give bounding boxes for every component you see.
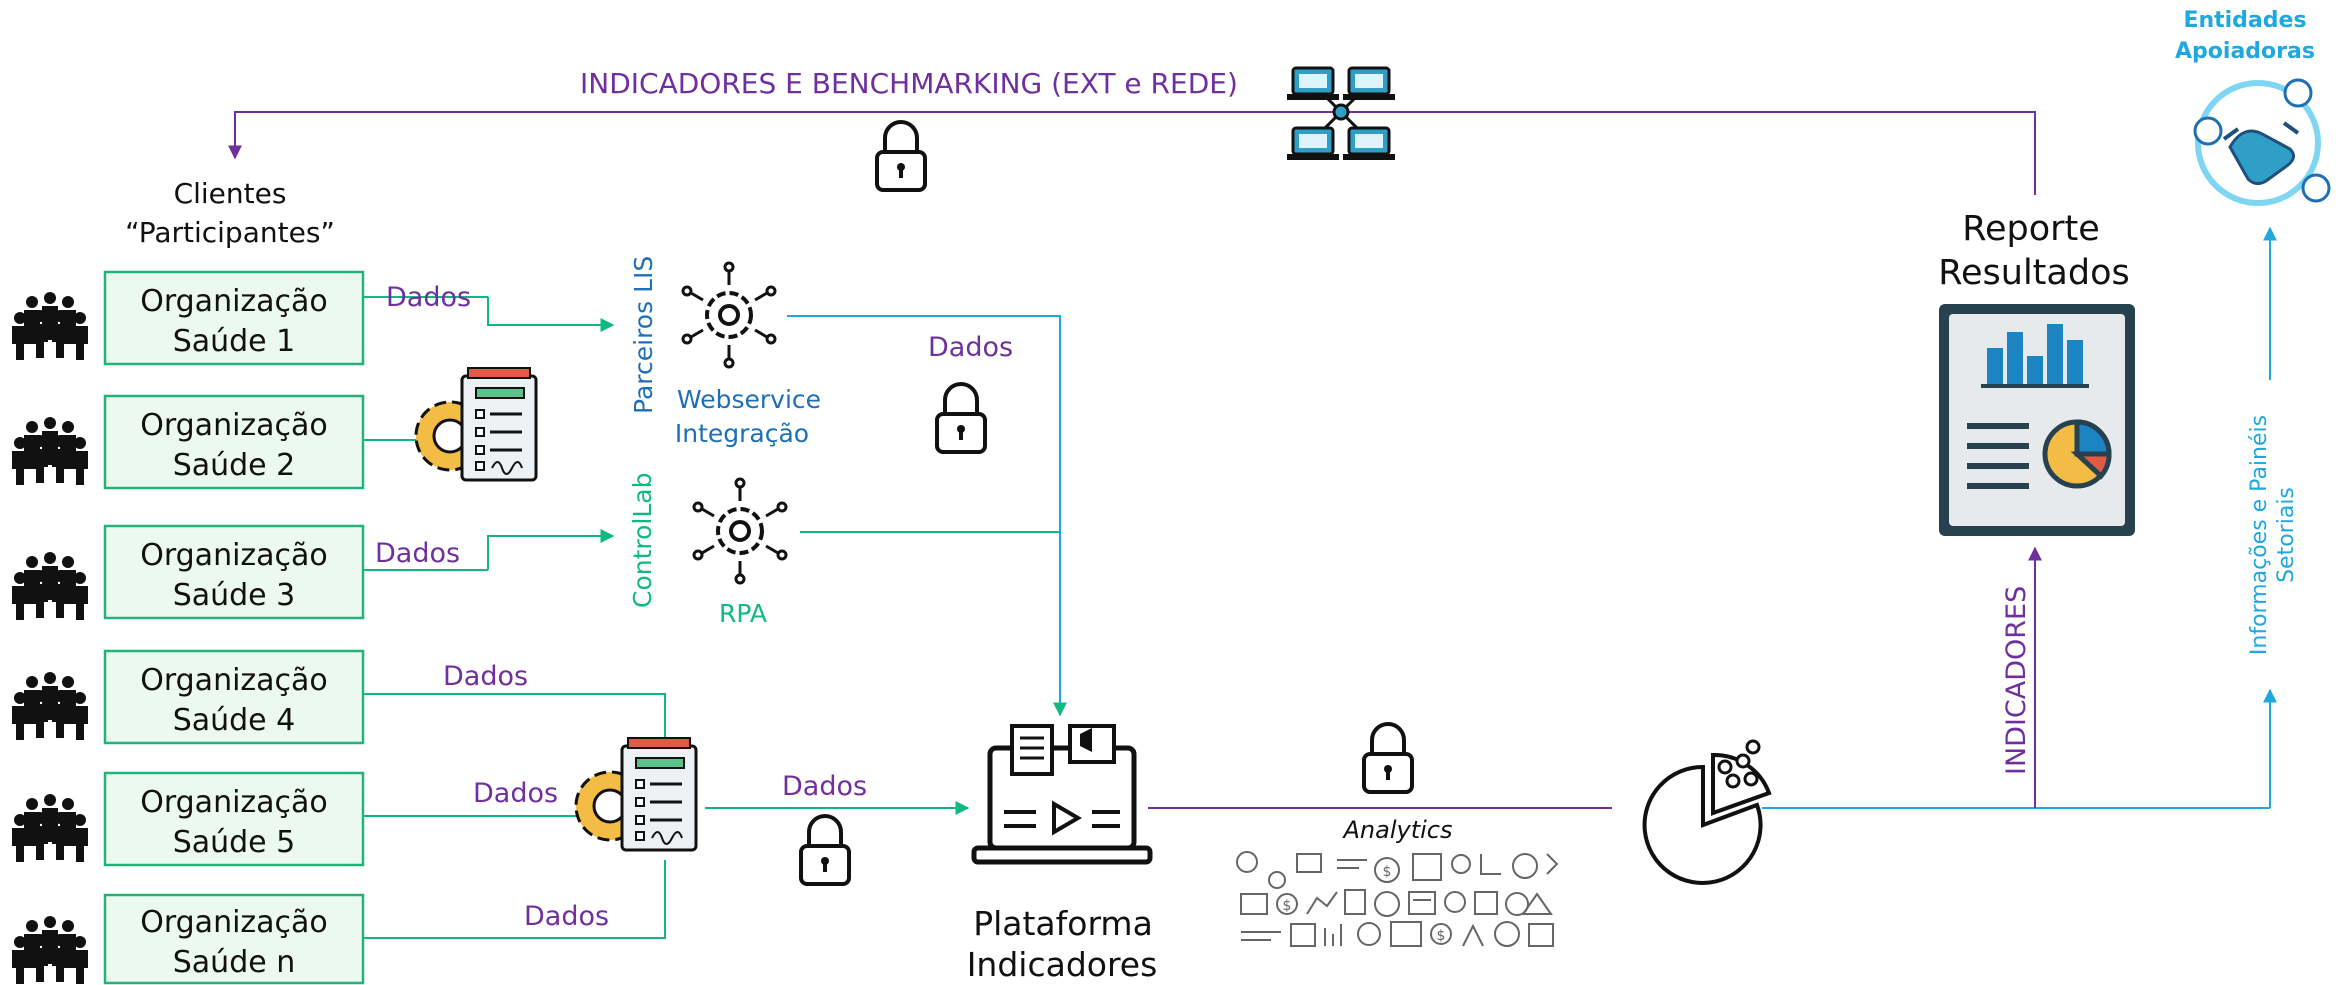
organization-unit-1: Saúde 1	[173, 324, 296, 359]
benchmark-lock-icon	[875, 120, 927, 192]
indicators-label: INDICADORES	[2001, 586, 2032, 775]
data-label-org4: Dados	[443, 661, 528, 692]
clients-title-line2: “Participantes”	[125, 216, 335, 249]
report-label-line2: Resultados	[1938, 253, 2129, 293]
people-icon	[12, 672, 88, 740]
orgn-connector	[363, 860, 666, 939]
organization-box-5	[103, 771, 365, 867]
laptop-dashboard-icon	[971, 724, 1153, 865]
analytics-lock-icon	[1362, 722, 1414, 794]
people-icon	[12, 292, 88, 360]
people-icon	[12, 552, 88, 620]
rpa-partner-label: ControlLab	[628, 473, 657, 609]
organization-name-5: Organização	[140, 785, 328, 820]
organization-name-3: Organização	[140, 538, 328, 573]
webservice-label-line2: Integração	[675, 419, 809, 448]
people-icon	[12, 417, 88, 485]
upper-trunk-lis	[487, 297, 615, 332]
data-label-to-platform: Dados	[782, 771, 867, 802]
webservice-lock-icon	[935, 382, 987, 454]
data-label-webservice: Dados	[928, 332, 1013, 363]
benchmark-flow-line	[228, 111, 2036, 195]
report-label-line1: Reporte	[1962, 209, 2100, 249]
webservice-gear-icon	[681, 261, 777, 369]
data-label-org3: Dados	[375, 538, 460, 569]
organization-box-4	[103, 649, 365, 745]
data-label-org1: Dados	[386, 282, 471, 313]
supporters-label-line1: Entidades	[2183, 8, 2306, 33]
svg-text:$: $	[1283, 898, 1292, 914]
data-label-orgn: Dados	[524, 901, 609, 932]
organization-box-n	[103, 893, 365, 985]
sector-info-label-line2: Setoriais	[2274, 487, 2299, 583]
platform-label-line2: Indicadores	[967, 945, 1158, 984]
organization-row-n: Organização Saúde n	[12, 893, 365, 985]
data-label-org5: Dados	[473, 778, 558, 809]
org4-connector	[363, 693, 666, 780]
supporters-label-line2: Apoiadoras	[2175, 39, 2315, 64]
sector-info-label-line1: Informações e Painéis	[2247, 415, 2272, 655]
people-icon	[12, 794, 88, 862]
clients-title-line1: Clientes	[174, 177, 287, 210]
organization-name-2: Organização	[140, 408, 328, 443]
lis-partner-label: Parceiros LIS	[629, 256, 658, 414]
benchmark-flow-label: INDICADORES E BENCHMARKING (EXT e REDE)	[580, 67, 1238, 100]
people-icon	[12, 916, 88, 984]
organization-unit-5: Saúde 5	[173, 825, 296, 860]
organization-row-3: Organização Saúde 3	[12, 524, 365, 620]
analytics-doodles-icon: $ $ $	[1236, 851, 1559, 947]
webservice-to-platform-line	[787, 315, 1067, 717]
organization-name-n: Organização	[140, 905, 328, 940]
organization-unit-3: Saúde 3	[173, 578, 296, 613]
organization-unit-2: Saúde 2	[173, 448, 296, 483]
organization-unit-4: Saúde 4	[173, 703, 296, 738]
organization-row-2: Organização Saúde 2	[12, 394, 365, 490]
organization-row-5: Organização Saúde 5	[12, 771, 365, 867]
checklist-gear-icon	[414, 366, 538, 482]
organization-name-4: Organização	[140, 663, 328, 698]
platform-label-line1: Plataforma	[973, 904, 1153, 943]
svg-text:$: $	[1383, 864, 1392, 880]
report-chart-icon	[1939, 304, 2135, 536]
upper-trunk-rpa	[487, 529, 615, 570]
organization-box-1	[103, 270, 365, 366]
organization-box-3	[103, 524, 365, 620]
organization-row-1: Organização Saúde 1	[12, 270, 365, 366]
organization-name-1: Organização	[140, 284, 328, 319]
lower-data-lock-icon	[799, 814, 851, 886]
organization-row-4: Organização Saúde 4	[12, 649, 365, 745]
organization-box-2	[103, 394, 365, 490]
checklist-gear-icon	[574, 736, 698, 852]
network-icon	[1285, 66, 1397, 162]
rpa-label: RPA	[719, 599, 767, 628]
rpa-gear-icon	[692, 477, 788, 585]
analytics-label: Analytics	[1342, 816, 1453, 844]
svg-text:$: $	[1437, 928, 1446, 944]
organization-unit-n: Saúde n	[173, 945, 296, 980]
pie-people-icon	[1642, 739, 1772, 885]
webservice-label-line1: Webservice	[677, 385, 821, 414]
handshake-icon	[2193, 78, 2331, 206]
